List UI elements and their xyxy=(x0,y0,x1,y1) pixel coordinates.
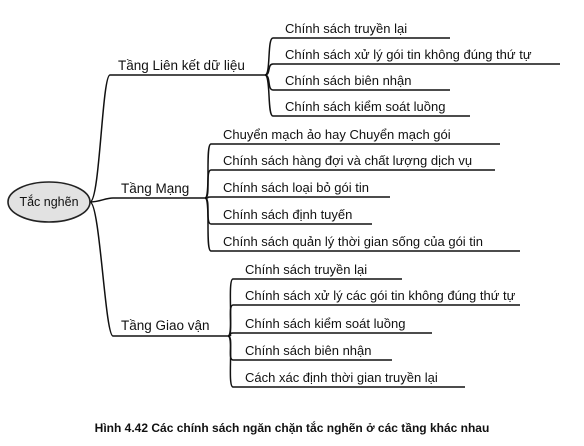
root-node xyxy=(7,181,91,223)
figure-caption: Hình 4.42 Các chính sách ngăn chặn tắc n… xyxy=(94,421,490,435)
leaf-item: Chính sách biên nhận xyxy=(285,73,411,88)
leaf-connector xyxy=(264,74,274,117)
leaf-item: Chính sách quản lý thời gian sống của gó… xyxy=(223,234,483,249)
leaf-item: Chính sách hàng đợi và chất lượng dịch v… xyxy=(223,153,472,168)
branch-label-network-layer: Tầng Mạng xyxy=(121,181,189,196)
leaf-item: Chính sách xử lý các gói tin không đúng … xyxy=(245,288,516,303)
mind-map-diagram: Tắc nghẽn Tầng Liên kết dữ liệu Tầng Mạn… xyxy=(7,21,560,388)
branch-label-transport-layer: Tầng Giao vận xyxy=(121,318,210,333)
leaf-connector xyxy=(227,304,234,337)
leaf-connector xyxy=(204,197,212,252)
leaf-item: Chính sách định tuyến xyxy=(223,207,352,222)
leaf-item: Chính sách kiểm soát luồng xyxy=(245,316,405,331)
leaf-connector xyxy=(227,335,234,388)
leaf-item: Cách xác định thời gian truyền lại xyxy=(245,370,438,385)
leaf-item: Chính sách kiểm soát luồng xyxy=(285,99,445,114)
leaf-connector xyxy=(204,169,212,199)
leaves-link-layer: Chính sách truyền lại Chính sách xử lý g… xyxy=(285,21,532,114)
branch-label-link-layer: Tầng Liên kết dữ liệu xyxy=(118,58,245,73)
leaf-item: Chính sách biên nhận xyxy=(245,343,371,358)
connector-lines xyxy=(89,37,560,388)
branch-link-layer: Tầng Liên kết dữ liệu Tầng Mạng Tầng Gia… xyxy=(118,58,245,333)
leaf-item: Chính sách truyền lại xyxy=(245,262,367,277)
leaf-item: Chính sách xử lý gói tin không đúng thứ … xyxy=(285,47,532,62)
root-label: Tắc nghẽn xyxy=(19,194,78,209)
leaf-item: Chuyển mạch ảo hay Chuyển mạch gói xyxy=(223,127,451,142)
leaf-item: Chính sách truyền lại xyxy=(285,21,407,36)
root-connector xyxy=(89,197,114,203)
root-connector xyxy=(89,74,111,203)
leaves-network-layer: Chuyển mạch ảo hay Chuyển mạch gói Chính… xyxy=(223,127,483,249)
root-connector xyxy=(89,201,114,337)
leaves-transport-layer: Chính sách truyền lại Chính sách xử lý c… xyxy=(245,262,516,385)
leaf-item: Chính sách loại bỏ gói tin xyxy=(223,180,369,195)
